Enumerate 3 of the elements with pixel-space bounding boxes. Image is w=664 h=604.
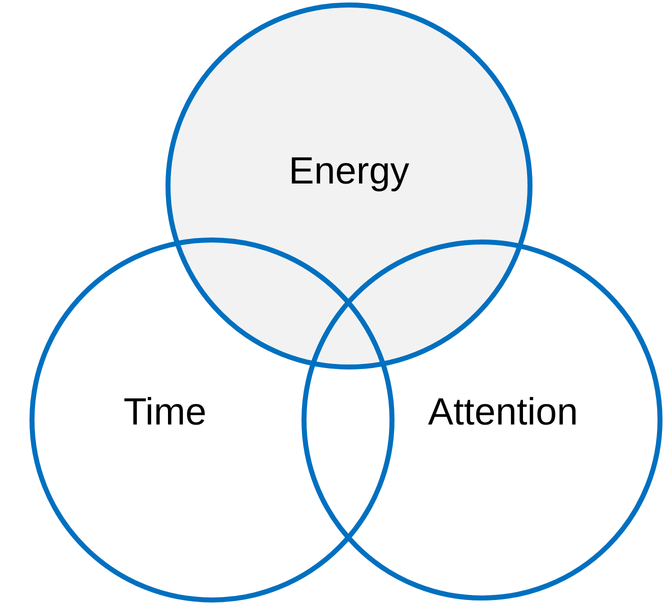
circle-label: Attention [428,392,578,434]
circle-label: Time [123,392,207,434]
circle-label: Energy [288,150,410,194]
